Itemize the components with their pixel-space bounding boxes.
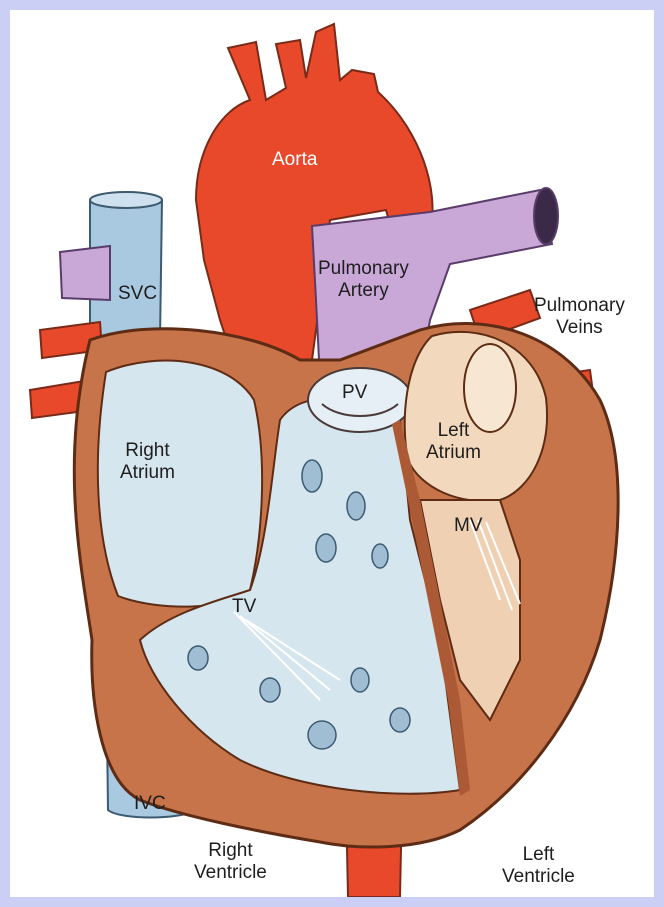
label-svc: SVC [118, 283, 157, 305]
label-left-ventricle-line2: Ventricle [502, 866, 575, 888]
label-mitral-valve: MV [454, 515, 483, 537]
label-right-atrium-line2: Atrium [120, 462, 175, 484]
label-right-ventricle-line1: Right [194, 840, 267, 862]
label-pulmonary-artery-line2: Artery [318, 280, 409, 302]
label-left-ventricle: Left Ventricle [502, 844, 575, 888]
label-ivc: IVC [134, 793, 166, 815]
label-left-atrium: Left Atrium [426, 420, 481, 464]
label-pulmonary-artery-line1: Pulmonary [318, 258, 409, 280]
label-pulmonary-veins-line1: Pulmonary [534, 295, 625, 317]
label-right-ventricle-line2: Ventricle [194, 862, 267, 884]
label-right-ventricle: Right Ventricle [194, 840, 267, 884]
label-right-atrium-line1: Right [120, 440, 175, 462]
label-pulmonary-veins-line2: Veins [534, 317, 625, 339]
heart-illustration [10, 10, 654, 897]
label-pulmonary-veins: Pulmonary Veins [534, 295, 625, 339]
label-pulmonary-artery: Pulmonary Artery [318, 258, 409, 302]
label-left-atrium-line2: Atrium [426, 442, 481, 464]
label-pulmonary-valve: PV [342, 382, 367, 404]
heart-diagram-frame: Aorta SVC Pulmonary Artery Pulmonary Vei… [10, 10, 654, 897]
label-right-atrium: Right Atrium [120, 440, 175, 484]
label-tricuspid-valve: TV [232, 596, 256, 618]
label-left-atrium-line1: Left [426, 420, 481, 442]
label-left-ventricle-line1: Left [502, 844, 575, 866]
label-aorta: Aorta [272, 149, 317, 171]
left-atrium-chamber [405, 332, 547, 501]
